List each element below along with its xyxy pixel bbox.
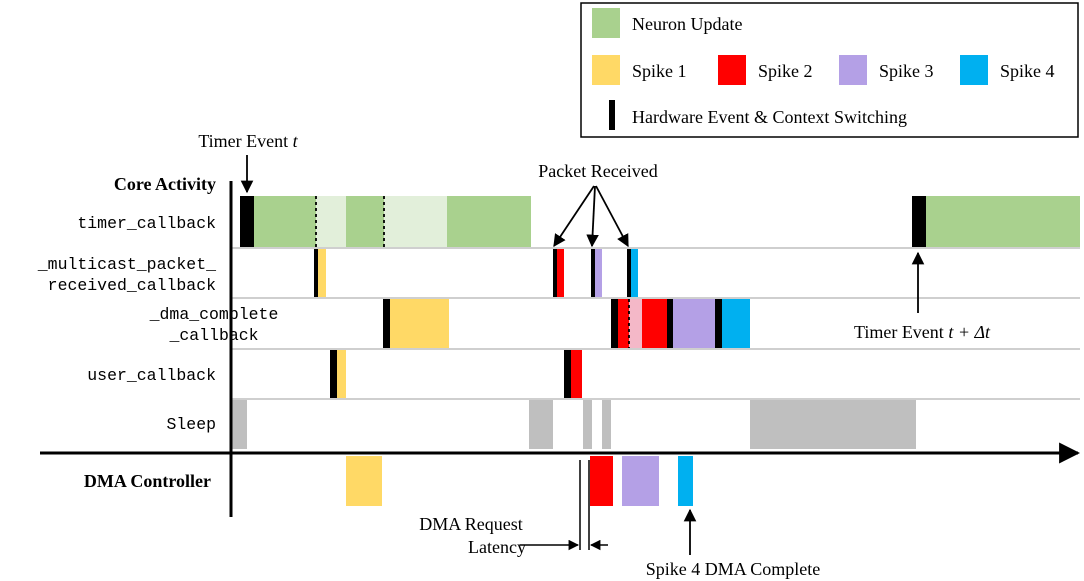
dma-spike-2-transfer — [590, 456, 613, 506]
spike-1-block — [318, 249, 326, 297]
packet-received-label: Packet Received — [538, 161, 657, 181]
timer-event-t-dt-label: Timer Event t + Δt — [854, 322, 991, 342]
annotation-timer-event-t-dt: Timer Event t + Δt — [854, 251, 991, 342]
hardware-event-block — [240, 196, 254, 247]
legend-label-spike-2: Spike 2 — [758, 61, 813, 81]
hardware-event-block — [330, 350, 337, 398]
legend-swatch-neuron-update — [592, 8, 620, 38]
dma-controller-lane — [346, 456, 693, 506]
hardware-event-block — [912, 196, 926, 247]
legend-swatch-spike-3 — [839, 55, 867, 85]
neuron-update-block — [926, 196, 1080, 247]
lane-timer-callback — [240, 196, 1080, 247]
lane-dma-complete-callback — [383, 299, 750, 348]
spike-2-block — [557, 249, 564, 297]
dma-request-latency-line1: DMA Request — [419, 514, 523, 534]
sleep-block — [529, 400, 553, 449]
dma-spike-4-transfer — [678, 456, 693, 506]
spike-4-dma-complete-label: Spike 4 DMA Complete — [646, 559, 821, 579]
legend-swatch-spike-2 — [718, 55, 746, 85]
legend-label-spike-1: Spike 1 — [632, 61, 687, 81]
spike-2-block — [642, 299, 667, 348]
dma-request-latency-line2: Latency — [468, 537, 526, 557]
core-activity-label: Core Activity — [114, 174, 216, 194]
legend-label-spike-3: Spike 3 — [879, 61, 934, 81]
dma-spike-1-transfer — [346, 456, 382, 506]
annotation-packet-received: Packet Received — [538, 161, 658, 248]
packet-received-arrow — [586, 185, 599, 248]
legend-swatch-spike-4 — [960, 55, 988, 85]
annotation-timer-event-t: Timer Event t — [198, 131, 299, 194]
dma-controller-label: DMA Controller — [84, 471, 211, 491]
legend-swatch-spike-1 — [592, 55, 620, 85]
lane-user-callback — [330, 350, 582, 398]
legend-frame — [580, 2, 1079, 138]
lane-label-multicast-line1: _multicast_packet_ — [37, 255, 216, 274]
lane-label-timer-callback: timer_callback — [77, 214, 216, 233]
hardware-event-block — [591, 249, 595, 297]
legend-label-hardware-event: Hardware Event & Context Switching — [632, 107, 907, 127]
spike-4-block — [631, 249, 638, 297]
neuron-update-block — [346, 196, 384, 247]
annotation-spike-4-dma-complete: Spike 4 DMA Complete — [646, 508, 821, 579]
legend-swatch-hardware-event — [609, 100, 615, 130]
neuron-update-preempted-block — [316, 196, 346, 247]
spike-3-block — [673, 299, 715, 348]
lane-separators — [231, 247, 1080, 400]
spike-3-block — [595, 249, 602, 297]
hardware-event-block — [564, 350, 571, 398]
lane-label-multicast-line2: received_callback — [48, 276, 216, 295]
hardware-event-block — [715, 299, 722, 348]
annotation-dma-request-latency: DMA Request Latency — [419, 460, 608, 557]
lane-label-dma-line1: _dma_complete — [149, 305, 279, 324]
spike-1-block — [337, 350, 346, 398]
hardware-event-block — [314, 249, 318, 297]
hardware-event-block — [383, 299, 390, 348]
hardware-event-block — [627, 249, 631, 297]
spike-2-preempted-block — [629, 299, 642, 348]
dma-spike-3-transfer — [622, 456, 659, 506]
spike-4-block — [722, 299, 750, 348]
hardware-event-block — [611, 299, 618, 348]
legend-label-spike-4: Spike 4 — [1000, 61, 1055, 81]
neuron-update-block — [447, 196, 531, 247]
spike-1-block — [390, 299, 449, 348]
sleep-block — [602, 400, 611, 449]
lane-label-user-callback: user_callback — [87, 366, 216, 385]
spike-2-block — [618, 299, 629, 348]
lane-sleep — [231, 400, 916, 449]
legend: Neuron Update Spike 1 Spike 2 Spike 3 Sp… — [580, 2, 1079, 138]
hardware-event-block — [667, 299, 673, 348]
sleep-block — [750, 400, 916, 449]
sleep-block — [583, 400, 592, 449]
neuron-update-preempted-block — [384, 196, 447, 247]
lane-label-sleep: Sleep — [166, 415, 216, 434]
timer-event-t-label: Timer Event t — [198, 131, 298, 151]
neuron-update-block — [254, 196, 316, 247]
spike-2-block — [571, 350, 582, 398]
packet-received-arrow — [553, 185, 595, 248]
lane-multicast-packet-received — [314, 249, 638, 297]
legend-label-neuron-update: Neuron Update — [632, 14, 742, 34]
hardware-event-block — [553, 249, 557, 297]
lane-label-dma-line2: _callback — [168, 326, 258, 345]
sleep-block — [231, 400, 247, 449]
packet-received-arrow — [595, 185, 629, 248]
